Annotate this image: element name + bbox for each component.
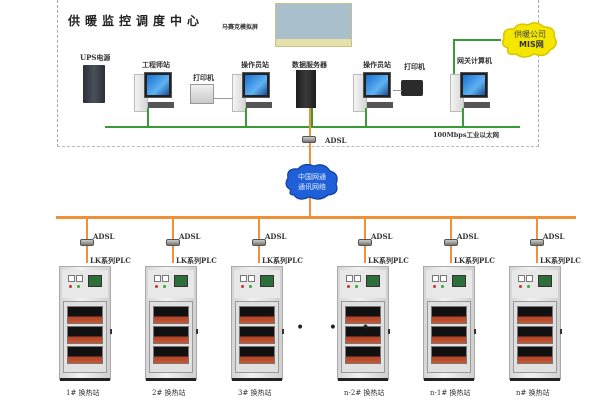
ups-label: UPS电源 — [80, 53, 111, 62]
printer-cable — [213, 98, 233, 99]
adsl-modem-icon — [166, 239, 180, 246]
plc-cabinet-icon — [59, 266, 112, 381]
operator-station-2-computer-icon — [353, 70, 395, 114]
mosaic-screen-icon — [275, 3, 352, 47]
station-label: 3# 换热站 — [238, 389, 272, 397]
ethernet-label: 100Mbps工业以太网 — [433, 131, 500, 139]
data-server-icon — [296, 70, 316, 108]
mis-network-cloud-icon — [501, 22, 557, 58]
station-plc-label: LK系列PLC — [90, 256, 131, 265]
diagram-title: 供暖监控调度中心 — [68, 14, 205, 28]
station-plc-label: LK系列PLC — [540, 256, 581, 265]
adsl-modem-icon — [252, 239, 266, 246]
adsl-modem-icon — [358, 239, 372, 246]
wan-trunk-line — [309, 108, 311, 216]
screen-wall-label: 马赛克模拟屏 — [222, 24, 259, 31]
plc-cabinet-icon — [509, 266, 562, 381]
printer-2-label: 打印机 — [404, 62, 425, 71]
printer-1-icon — [190, 84, 214, 104]
wan-cloud-line2: 通讯网络 — [298, 183, 326, 191]
mis-link-horizontal — [453, 39, 501, 41]
station-plc-label: LK系列PLC — [368, 256, 409, 265]
station-adsl-label: ADSL — [179, 232, 201, 241]
mis-cloud-line1: 供暖公司 — [514, 30, 546, 39]
ups-icon — [83, 65, 105, 103]
control-center-frame — [57, 0, 539, 147]
wan-cloud-line1: 中国网通 — [298, 173, 326, 181]
station-label: 1# 换热站 — [66, 389, 100, 397]
station-label: n-2# 换热站 — [344, 389, 385, 397]
station-adsl-label: ADSL — [93, 232, 115, 241]
lan-drop — [462, 108, 464, 127]
center-adsl-label: ADSL — [325, 136, 347, 145]
station-plc-label: LK系列PLC — [262, 256, 303, 265]
mis-cloud-line2: MIS网 — [519, 40, 544, 49]
plc-cabinet-icon — [423, 266, 476, 381]
printer-1-label: 打印机 — [193, 73, 214, 82]
plc-cabinet-icon — [231, 266, 284, 381]
mis-link-vertical — [453, 40, 455, 74]
station-label: n-1# 换热站 — [430, 389, 471, 397]
lan-drop — [245, 108, 247, 127]
wan-cloud-icon — [285, 163, 338, 200]
station-plc-label: LK系列PLC — [454, 256, 495, 265]
adsl-modem-icon — [80, 239, 94, 246]
station-adsl-label: ADSL — [457, 232, 479, 241]
plc-cabinet-icon — [337, 266, 390, 381]
lan-drop — [311, 108, 313, 127]
station-label: n# 换热站 — [516, 389, 550, 397]
lan-drop — [147, 108, 149, 127]
operator-station-1-label: 操作员站 — [241, 60, 269, 69]
ethernet-bus-line — [105, 126, 520, 128]
gateway-computer-label: 网关计算机 — [457, 56, 492, 65]
printer-2-cable — [393, 90, 402, 91]
data-server-label: 数据服务器 — [292, 60, 327, 69]
station-plc-label: LK系列PLC — [176, 256, 217, 265]
station-adsl-label: ADSL — [265, 232, 287, 241]
lan-drop — [365, 108, 367, 127]
adsl-modem-icon — [444, 239, 458, 246]
operator-station-1-computer-icon — [232, 70, 274, 114]
plc-cabinet-icon — [145, 266, 198, 381]
wan-bus-line — [56, 216, 576, 219]
station-adsl-label: ADSL — [543, 232, 565, 241]
station-label: 2# 换热站 — [152, 389, 186, 397]
adsl-modem-icon — [302, 136, 316, 143]
engineer-station-computer-icon — [134, 70, 176, 114]
operator-station-2-label: 操作员站 — [363, 60, 391, 69]
station-adsl-label: ADSL — [371, 232, 393, 241]
ellipsis: • • • — [296, 320, 380, 336]
gateway-computer-icon — [450, 70, 492, 114]
printer-2-icon — [401, 80, 423, 96]
engineer-station-label: 工程师站 — [142, 60, 170, 69]
adsl-modem-icon — [530, 239, 544, 246]
